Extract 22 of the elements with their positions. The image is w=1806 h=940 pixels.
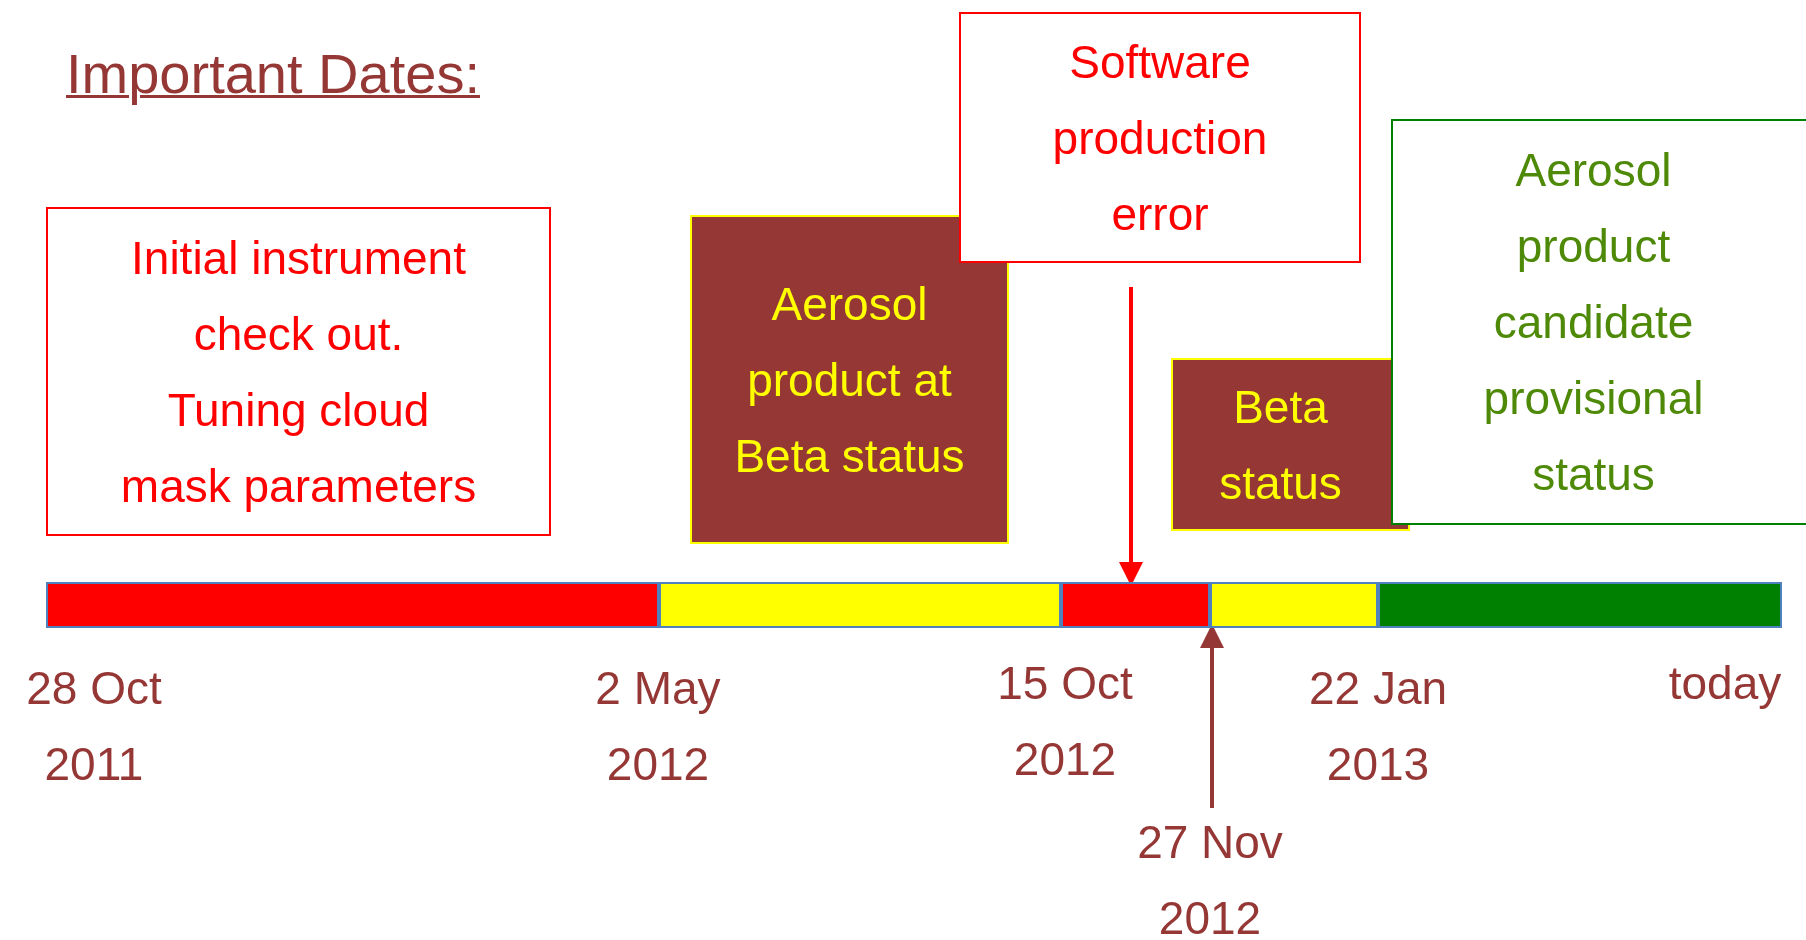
timeline-segment [1210,582,1378,628]
date-label: 22 Jan 2013 [1307,661,1449,792]
status-box [1171,358,1410,531]
timeline-segment [46,582,659,628]
box-text: Aerosol product candidate provisional status [1482,143,1705,502]
timeline-segment [659,582,1061,628]
date-label: 2 May 2012 [594,661,722,792]
date-label: 15 Oct 2012 [996,656,1134,787]
date-label: today [1667,656,1783,711]
callout-box [46,207,551,536]
date-label: 27 Nov 2012 [1136,815,1284,940]
title: Important Dates: [66,41,480,107]
callout-box [1391,119,1806,525]
date-label: 28 Oct 2011 [25,661,163,792]
status-box [690,215,1009,544]
callout-box [959,12,1361,263]
box-text: Software production error [1051,34,1269,242]
timeline-segment [1378,582,1782,628]
box-text: Aerosol product at Beta status [733,276,966,484]
box-text: Initial instrument check out. Tuning cloud mask parameters [119,230,478,514]
timeline-segment [1061,582,1210,628]
box-text: Beta status [1218,379,1343,511]
